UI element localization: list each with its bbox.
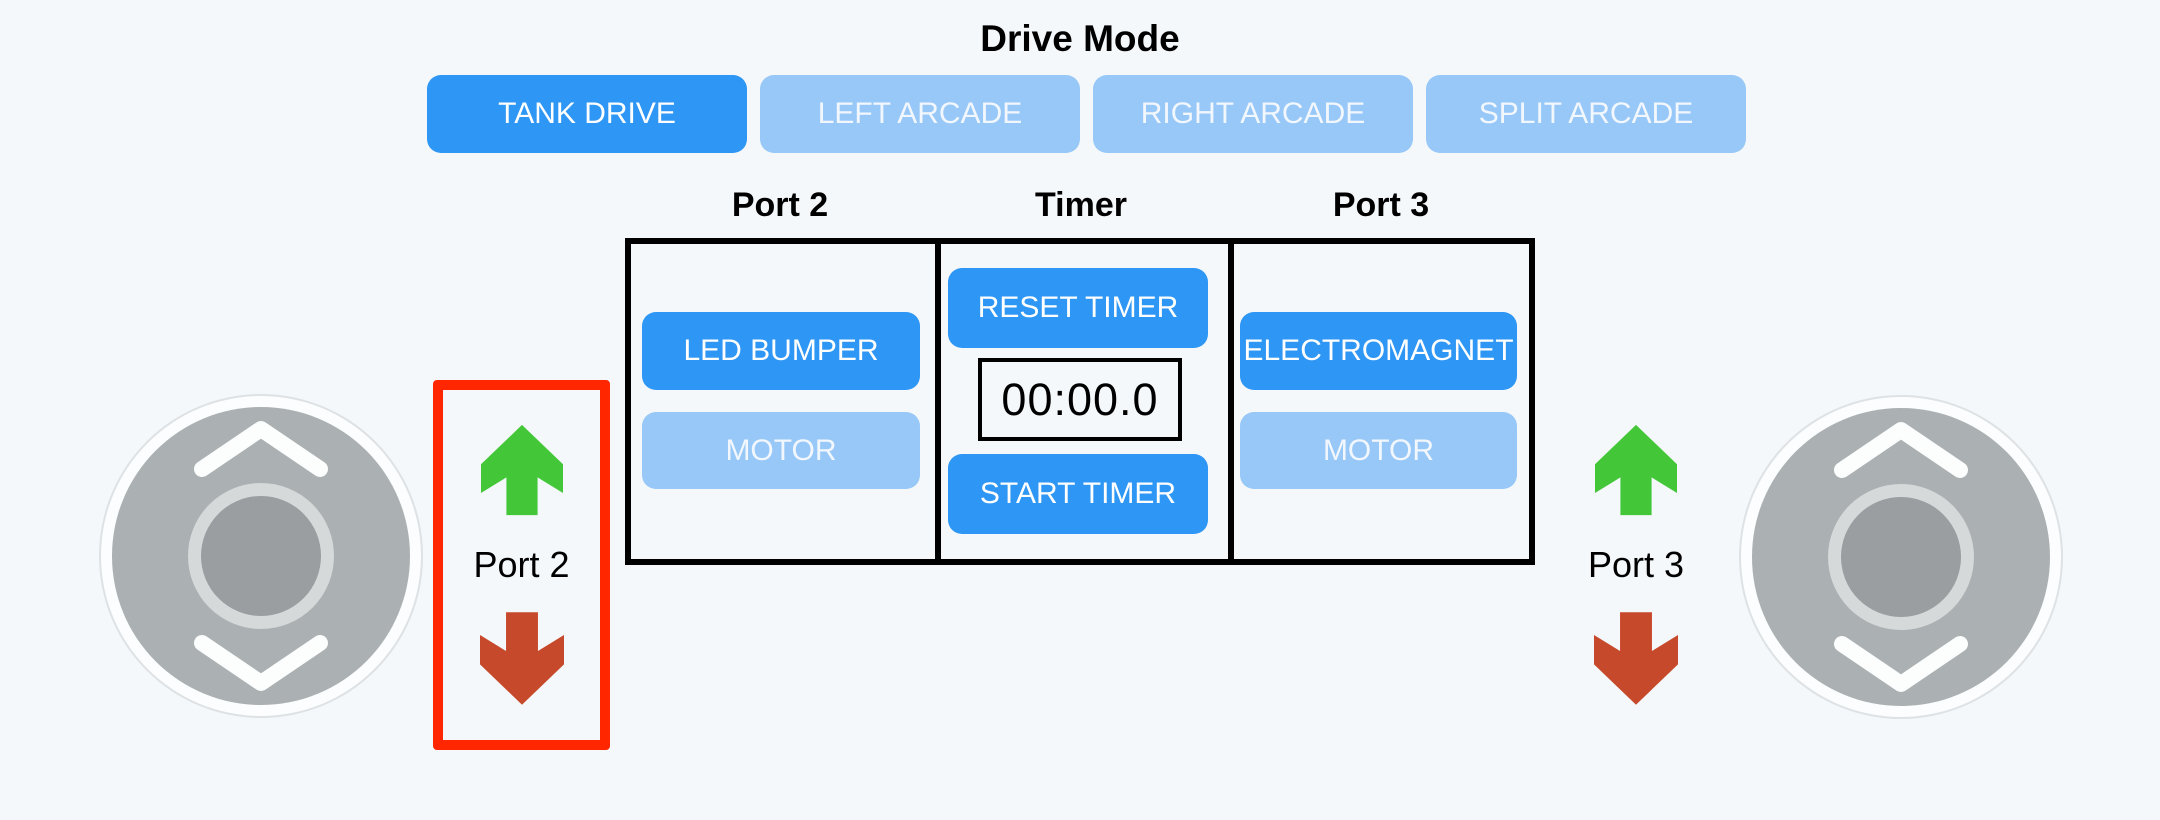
drive-mode-split-arcade-button[interactable]: SPLIT ARCADE (1426, 75, 1746, 153)
chevron-down-icon (194, 635, 328, 691)
chevron-down-icon (1834, 636, 1968, 692)
control-panel: LED BUMPER MOTOR RESET TIMER 00:00.0 STA… (625, 238, 1535, 565)
panel-header-port2: Port 2 (731, 186, 829, 224)
port3-direction-label: Port 3 (1587, 543, 1685, 585)
drive-mode-left-arcade-button[interactable]: LEFT ARCADE (760, 75, 1080, 153)
reset-timer-button[interactable]: RESET TIMER (948, 268, 1208, 348)
port2-down-arrow-icon[interactable] (479, 610, 564, 707)
port3-motor-button[interactable]: MOTOR (1240, 412, 1517, 489)
electromagnet-button[interactable]: ELECTROMAGNET (1240, 312, 1517, 390)
port2-direction-group: Port 2 (433, 380, 610, 750)
chevron-up-icon (194, 421, 328, 477)
panel-divider (935, 244, 941, 559)
port2-motor-button[interactable]: MOTOR (642, 412, 920, 489)
drive-mode-tank-drive-button[interactable]: TANK DRIVE (427, 75, 747, 153)
port3-down-arrow-icon[interactable] (1594, 610, 1678, 707)
port2-up-arrow-icon[interactable] (480, 424, 563, 516)
led-bumper-button[interactable]: LED BUMPER (642, 312, 920, 390)
right-joystick-knob[interactable] (1828, 484, 1974, 630)
left-joystick[interactable] (96, 391, 426, 721)
panel-divider (1228, 244, 1234, 559)
timer-display: 00:00.0 (978, 358, 1182, 441)
panel-header-timer: Timer (1035, 186, 1127, 224)
page-title: Drive Mode (980, 18, 1180, 59)
chevron-up-icon (1834, 422, 1968, 478)
start-timer-button[interactable]: START TIMER (948, 454, 1208, 534)
port2-direction-label: Port 2 (473, 543, 570, 585)
left-joystick-knob[interactable] (188, 483, 334, 629)
drive-mode-right-arcade-button[interactable]: RIGHT ARCADE (1093, 75, 1413, 153)
port3-up-arrow-icon[interactable] (1595, 424, 1677, 516)
panel-header-port3: Port 3 (1332, 186, 1430, 224)
right-joystick[interactable] (1736, 392, 2066, 722)
port3-direction-group: Port 3 (1556, 380, 1716, 750)
